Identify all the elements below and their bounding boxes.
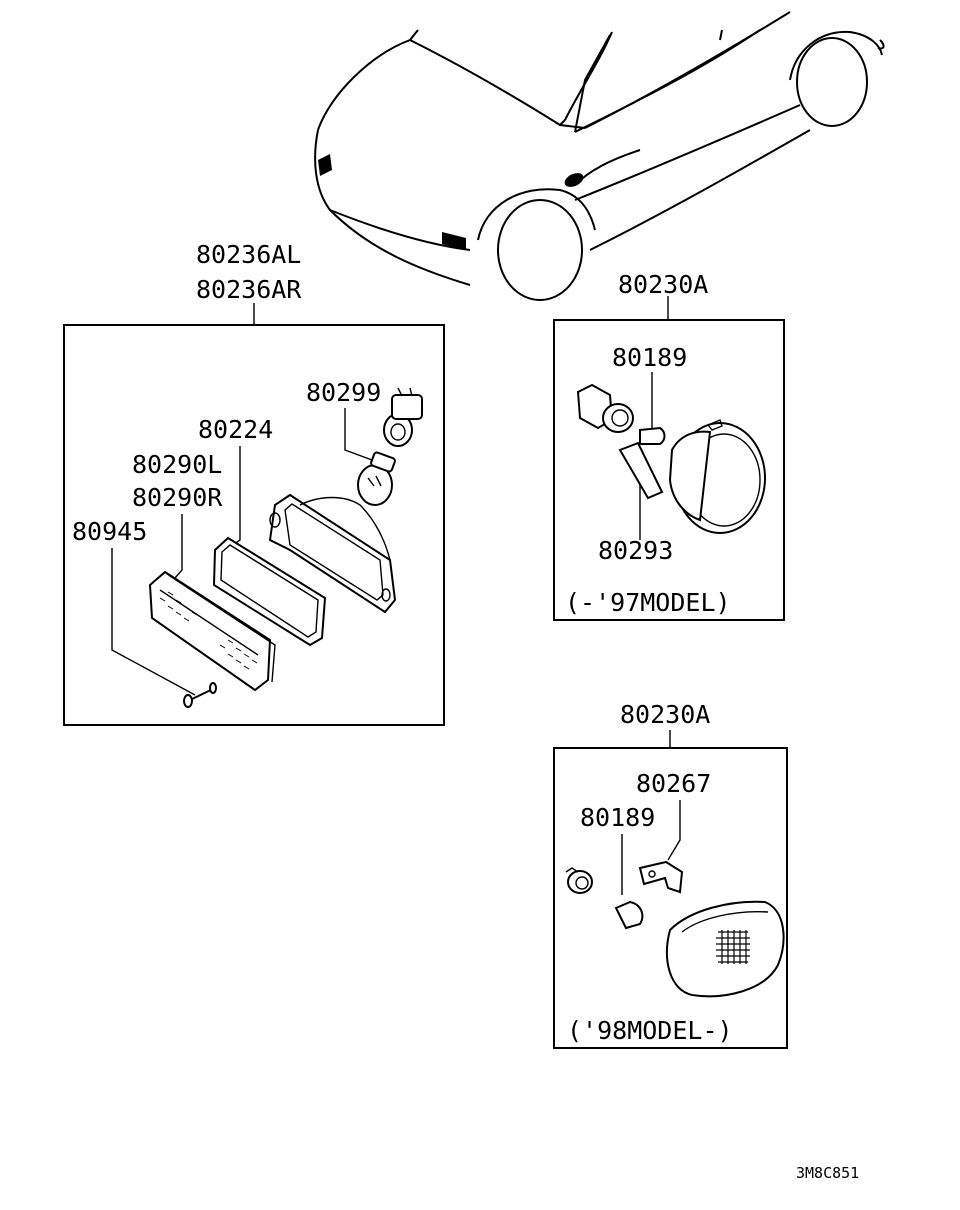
gasket-part (212, 536, 327, 647)
box-bottom-right: 80230A 80267 80189 ('98MODEL-) (553, 700, 788, 1049)
tr-clip-part (618, 441, 664, 500)
socket-part (383, 387, 423, 447)
tr-label-bulb: 80189 (612, 343, 687, 372)
box-top-right-frame (553, 319, 785, 621)
label-lens-r: 80290R (132, 483, 223, 512)
tr-socket-part (576, 383, 634, 433)
label-assy-l: 80236AL (196, 240, 301, 269)
screw-part (183, 682, 217, 708)
box-top-right: 80230A 80189 80293 (-'97MODEL) (553, 270, 785, 621)
label-screw: 80945 (72, 517, 147, 546)
tr-label-clip: 80293 (598, 536, 673, 565)
label-gasket: 80224 (198, 415, 273, 444)
tr-model-note: (-'97MODEL) (565, 588, 731, 617)
br-label-assy: 80230A (620, 700, 710, 729)
br-model-note: ('98MODEL-) (567, 1016, 733, 1045)
br-label-bracket: 80267 (636, 769, 711, 798)
br-label-bulb: 80189 (580, 803, 655, 832)
housing-part (268, 493, 397, 614)
lens-part (148, 570, 276, 692)
tr-lamp-part (668, 419, 766, 534)
label-bulb: 80299 (306, 378, 381, 407)
br-lamp-part (666, 900, 785, 998)
box-left: 80236AL 80236AR 80299 80224 80290L 80290… (63, 240, 445, 726)
car-outline (314, 11, 885, 301)
tr-bulb-part (639, 426, 666, 445)
br-bracket-part (638, 860, 684, 894)
br-socket-part (565, 867, 593, 894)
br-bulb-part (614, 900, 644, 930)
figure-code: 3M8C851 (796, 1164, 859, 1182)
label-lens-l: 80290L (132, 450, 222, 479)
bulb-part (357, 451, 396, 506)
tr-label-assy: 80230A (618, 270, 708, 299)
label-assy-r: 80236AR (196, 275, 302, 304)
